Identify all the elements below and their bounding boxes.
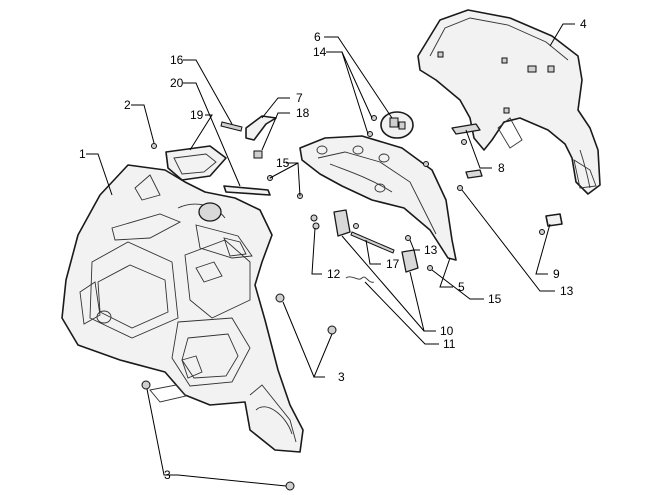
- callout-14: 14: [313, 45, 327, 59]
- callout-4: 4: [580, 17, 587, 31]
- callout-6: 6: [314, 30, 321, 44]
- part-12-washers: [310, 214, 320, 230]
- callout-2: 2: [124, 98, 131, 112]
- callout-18: 18: [296, 106, 310, 120]
- callout-19: 19: [190, 108, 204, 122]
- callout-16: 16: [170, 53, 184, 67]
- part-4-leg-shield: [417, 9, 601, 195]
- part-6-lock-cover: [380, 111, 414, 139]
- callout-15: 15: [488, 292, 502, 306]
- callout-1: 1: [79, 147, 86, 161]
- part-11-spring: [345, 276, 375, 283]
- callout-3: 3: [338, 370, 345, 384]
- part-5-rear-panel: [299, 135, 457, 261]
- part-7-bracket: [245, 115, 277, 141]
- leader-lines: [86, 23, 575, 487]
- callout-20: 20: [170, 76, 184, 90]
- callout-15: 15: [276, 156, 290, 170]
- part-20-bar: [223, 185, 271, 196]
- part-9-bracket: [545, 213, 563, 227]
- callout-8: 8: [498, 161, 505, 175]
- callout-7: 7: [296, 91, 303, 105]
- callout-11: 11: [443, 337, 456, 351]
- part-10-latch: [333, 209, 419, 273]
- callout-9: 9: [553, 267, 560, 281]
- callout-13: 13: [560, 284, 574, 298]
- part-16-pin: [220, 121, 243, 132]
- callout-13: 13: [424, 243, 438, 257]
- part-18-clip: [253, 150, 263, 159]
- callout-10: 10: [440, 324, 454, 338]
- part-19-cover: [165, 145, 227, 181]
- part-8-plate: [451, 123, 483, 179]
- part-3-nuts: [141, 293, 337, 491]
- callout-12: 12: [327, 267, 341, 281]
- callout-3: 3: [164, 468, 171, 482]
- part-1-inner-panel: [61, 164, 304, 453]
- callout-5: 5: [458, 280, 465, 294]
- callout-17: 17: [386, 257, 400, 271]
- part-17-rod: [350, 231, 395, 254]
